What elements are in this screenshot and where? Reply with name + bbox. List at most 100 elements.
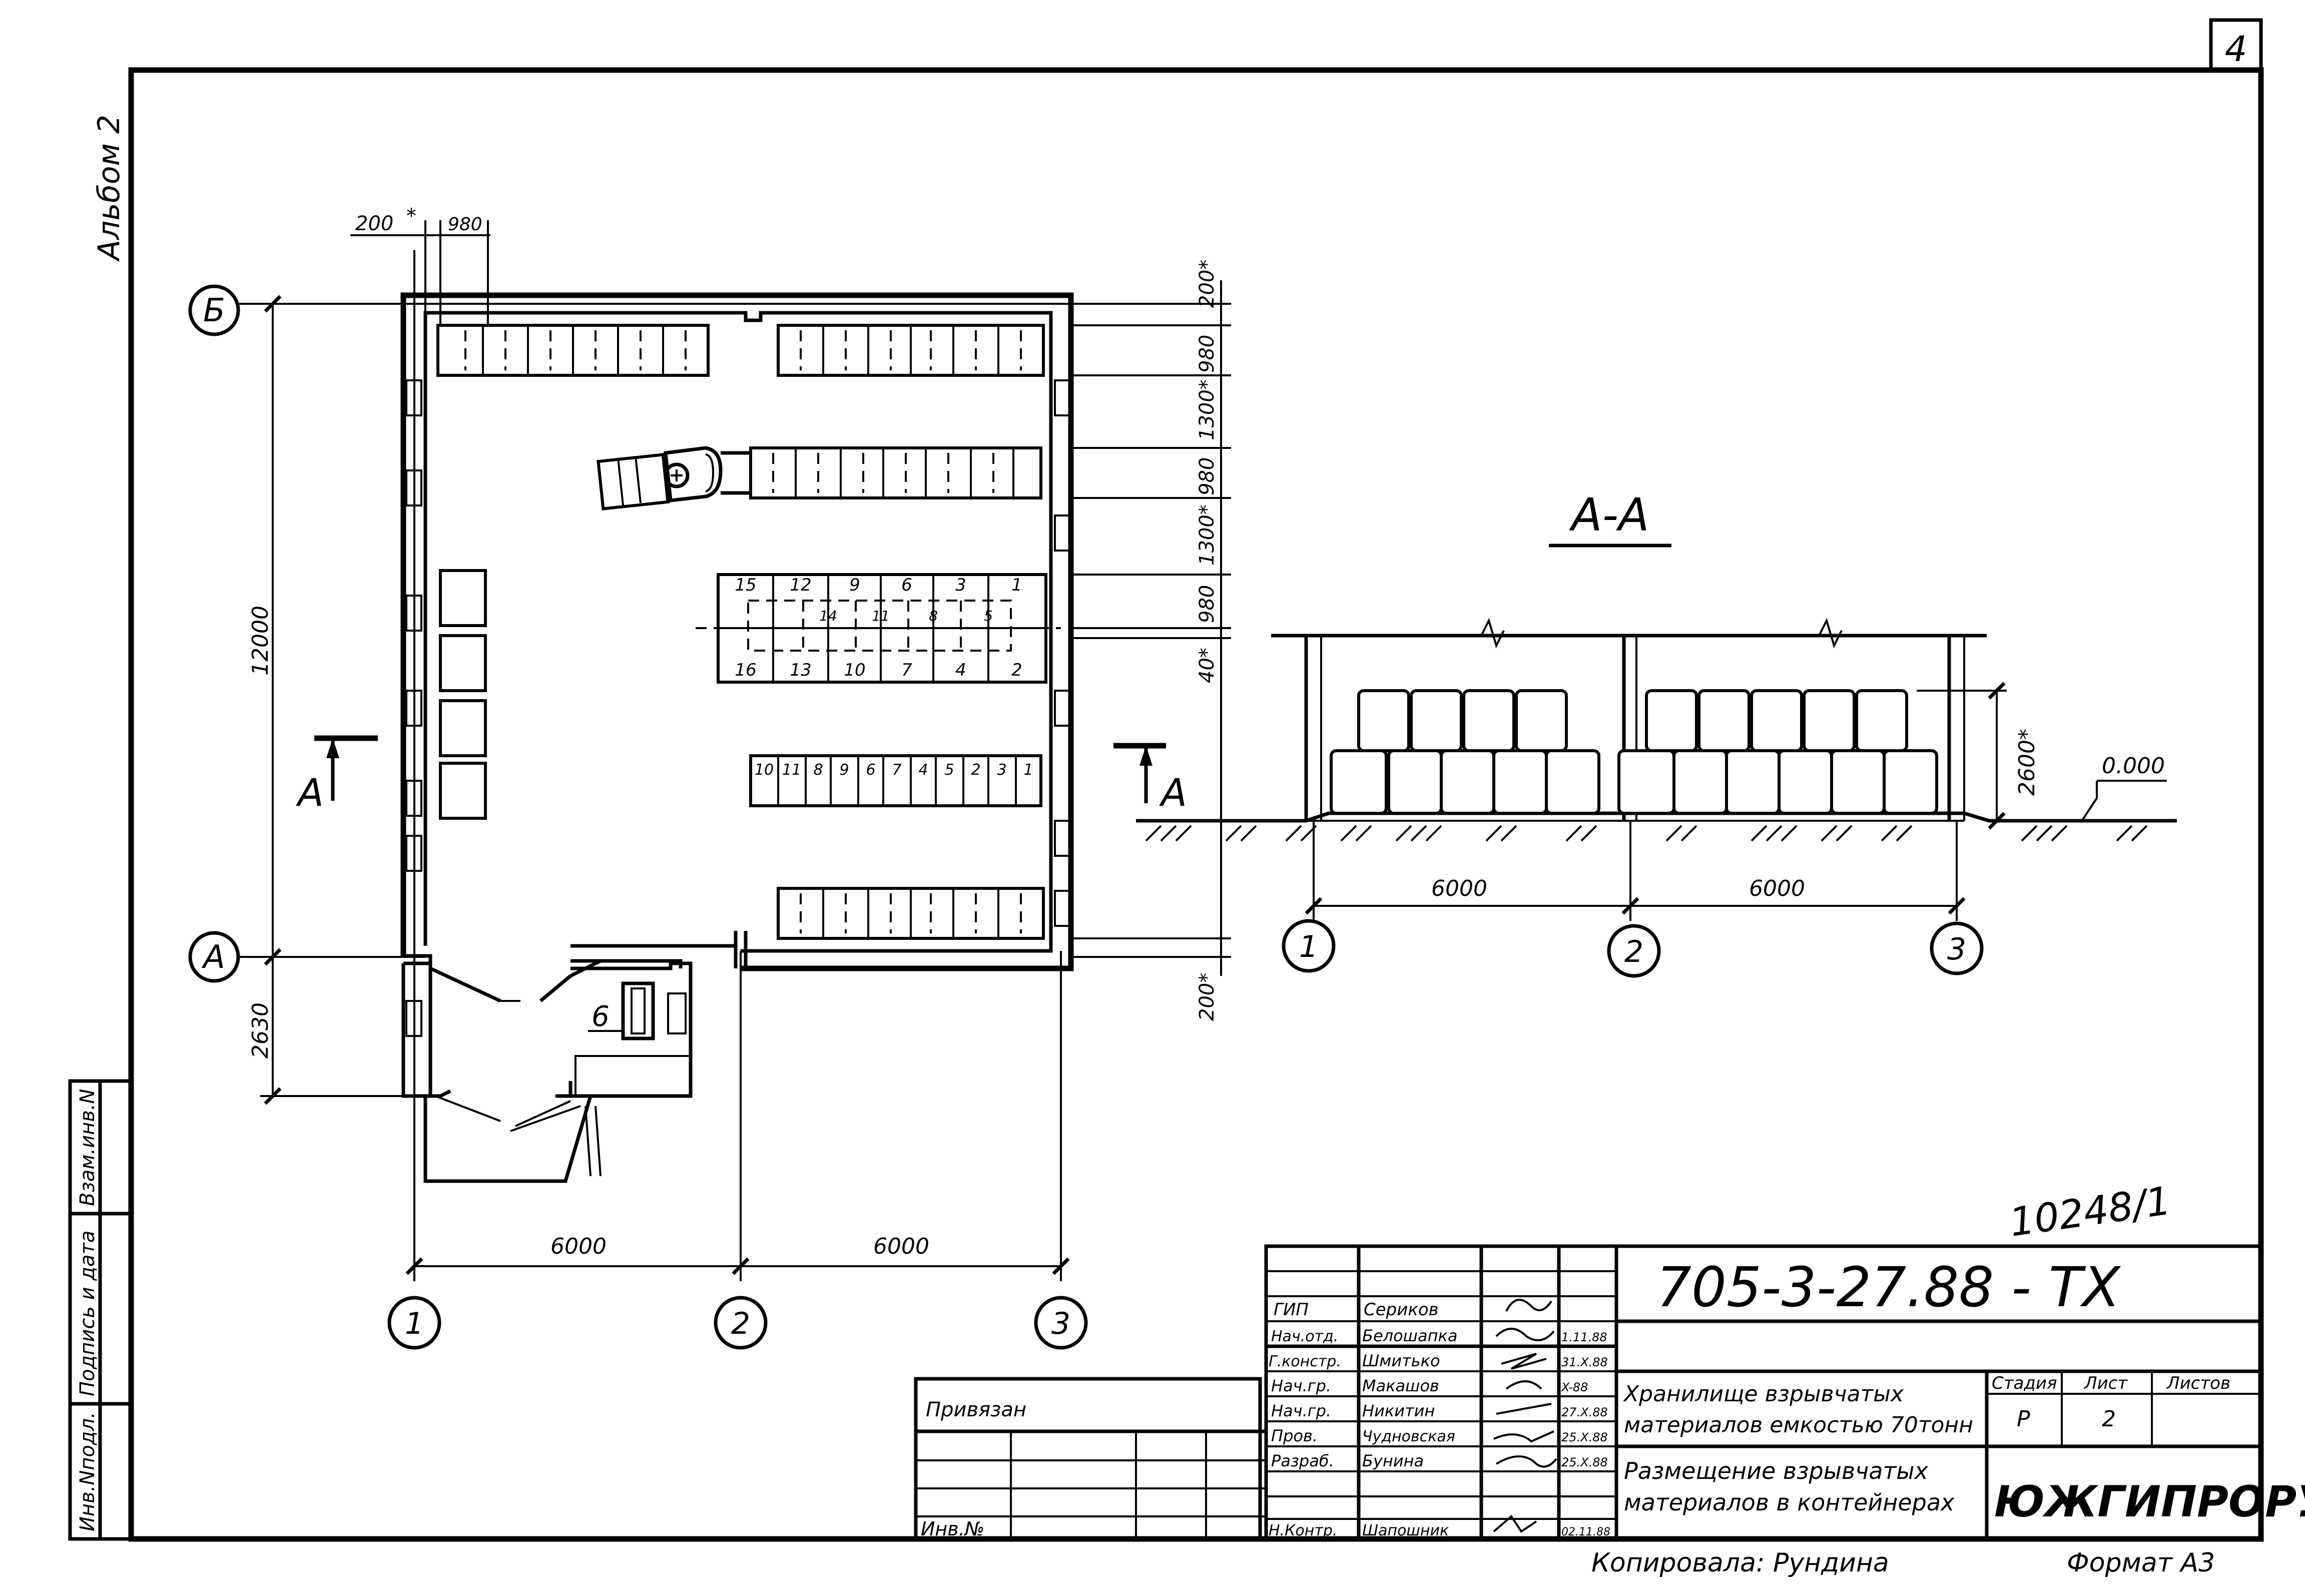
tb-name: Бунина (1362, 1451, 1424, 1470)
container-number: 15 (735, 575, 756, 595)
container-number: 7 (901, 660, 912, 680)
tb-role: Разраб. (1271, 1451, 1334, 1470)
stamp-podpis-data: Подпись и дата (76, 1231, 99, 1396)
tb-name: Белошапка (1362, 1326, 1457, 1345)
container-grid-numbered: 15 12 9 6 3 1 14 11 8 5 16 13 10 7 4 2 (696, 573, 1061, 684)
tb-stage-label: Стадия (1992, 1373, 2057, 1393)
dim-12000: 12000 (248, 606, 273, 676)
section-axis-3: 3 (1947, 932, 1966, 967)
container-number: 6 (901, 575, 912, 595)
tb-date: 02.11.88 (1561, 1526, 1610, 1538)
dim-2630: 2630 (248, 1002, 273, 1058)
tb-drawing-code: 705-3-27.88 - ТХ (1656, 1255, 2121, 1319)
section-containers (1330, 689, 1938, 815)
dim-right-1300-2: 1300* (1196, 504, 1219, 566)
section-view: А-А (1136, 489, 2177, 978)
tb-inv-no: Инв.№ (921, 1518, 984, 1540)
container-row-top-left (436, 324, 710, 377)
container-number: 10 (755, 761, 774, 779)
container-number: 3 (955, 575, 966, 595)
dim-right-200-bottom: 200* (1196, 973, 1219, 1021)
container-number: 5 (984, 608, 993, 624)
container-number: 12 (790, 575, 811, 595)
tb-date: X-88 (1560, 1380, 1588, 1394)
tb-stage-value: Р (2017, 1406, 2030, 1432)
tb-name: Никитин (1362, 1401, 1435, 1420)
container-number: 7 (892, 761, 901, 779)
plan-walls (400, 292, 1074, 1183)
tb-name: Шапошник (1362, 1522, 1449, 1539)
svg-text:*: * (406, 205, 416, 228)
section-title: А-А (1569, 489, 1649, 542)
dim-right-200-top: 200* (1196, 260, 1219, 308)
section-axis-1: 1 (1299, 929, 1318, 964)
side-stamp: Взам.инв.N Подпись и дата Инв.Nподл. (68, 1079, 133, 1541)
container-number: 9 (839, 761, 849, 779)
title-block: Привязан Инв.№ ГИП Сериков Нач.отд. Бело… (914, 1244, 2305, 1541)
tb-name: Макашов (1362, 1376, 1439, 1395)
tb-date: 1.11.88 (1561, 1330, 1607, 1344)
axis-bubble-3: 3 (1051, 1306, 1070, 1341)
copied-by: Копировала: Рундина (1591, 1548, 1889, 1578)
tb-sheets-label: Листов (2166, 1373, 2230, 1393)
container-number: 14 (819, 608, 837, 624)
plan-axes: Б А 1 2 3 (188, 250, 1088, 1350)
container-row-2 (597, 446, 1042, 510)
signatures (1493, 1299, 1557, 1533)
container-number: 4 (955, 660, 966, 680)
stamp-vzam-inv: Взам.инв.N (76, 1089, 99, 1206)
dim-right-980-1: 980 (1196, 335, 1219, 373)
tb-role: Г.констр. (1269, 1353, 1341, 1370)
tb-role: Нач.гр. (1271, 1376, 1331, 1395)
container-number: 8 (929, 608, 938, 624)
item-6-label: 6 (592, 1000, 610, 1033)
container-number: 4 (918, 761, 928, 779)
tb-sheet-value: 2 (2102, 1406, 2116, 1432)
section-mark-right: А (1159, 770, 1187, 815)
container-column-left (439, 569, 487, 820)
tb-organization: ЮЖГИПРОРУДА (1994, 1477, 2305, 1527)
tb-role: Нач.гр. (1271, 1401, 1331, 1420)
tb-object-line2: материалов емкостью 70тонн (1624, 1412, 1973, 1438)
tb-role: Пров. (1271, 1426, 1318, 1445)
section-axis-2: 2 (1624, 934, 1643, 969)
axis-bubble-2: 2 (731, 1306, 750, 1341)
section-markers: А А (295, 735, 1187, 815)
section-dim-6000-b: 6000 (1749, 876, 1805, 901)
tb-role: Н.Контр. (1269, 1522, 1337, 1539)
container-row-top-right (777, 324, 1045, 377)
tb-sheet-label: Лист (2083, 1373, 2128, 1393)
container-number: 8 (813, 761, 823, 779)
tb-name: Чудновская (1362, 1428, 1455, 1445)
tb-sheet-line2: материалов в контейнерах (1624, 1489, 1955, 1516)
container-number: 2 (971, 761, 980, 779)
section-level: 0.000 (2102, 753, 2165, 779)
tb-date: 25.X.88 (1561, 1430, 1608, 1444)
tb-sheet-line1: Размещение взрывчатых (1624, 1457, 1929, 1484)
forklift (597, 446, 751, 510)
sheet-format: Формат А3 (2067, 1548, 2215, 1578)
container-row-numbered: 10 11 8 9 6 7 4 5 2 3 1 (749, 754, 1042, 807)
dim-right-980-3: 980 (1196, 585, 1219, 623)
stamp-inv-podl: Инв.Nподл. (76, 1412, 99, 1531)
container-number: 1 (1023, 761, 1033, 779)
container-number: 6 (866, 761, 875, 779)
tb-name: Сериков (1364, 1300, 1439, 1320)
container-number: 1 (1011, 575, 1022, 595)
container-number: 9 (849, 575, 860, 595)
container-number: 3 (997, 761, 1006, 779)
tb-date: 25.X.88 (1561, 1455, 1608, 1469)
container-number: 16 (735, 660, 756, 680)
archive-number: 10248/1 (2007, 1179, 2173, 1246)
container-number: 5 (944, 761, 954, 779)
dim-6000-plan-a: 6000 (550, 1234, 607, 1259)
container-number: 11 (782, 761, 801, 779)
tb-date: 31.X.88 (1561, 1355, 1608, 1369)
tb-date: 27.X.88 (1561, 1405, 1608, 1419)
dim-right-40: 40* (1196, 648, 1219, 683)
axis-bubble-1: 1 (405, 1306, 424, 1341)
tb-privyazan: Привязан (926, 1398, 1026, 1421)
container-row-bottom (777, 887, 1045, 940)
sheet-corner-number: 4 (2225, 29, 2247, 70)
